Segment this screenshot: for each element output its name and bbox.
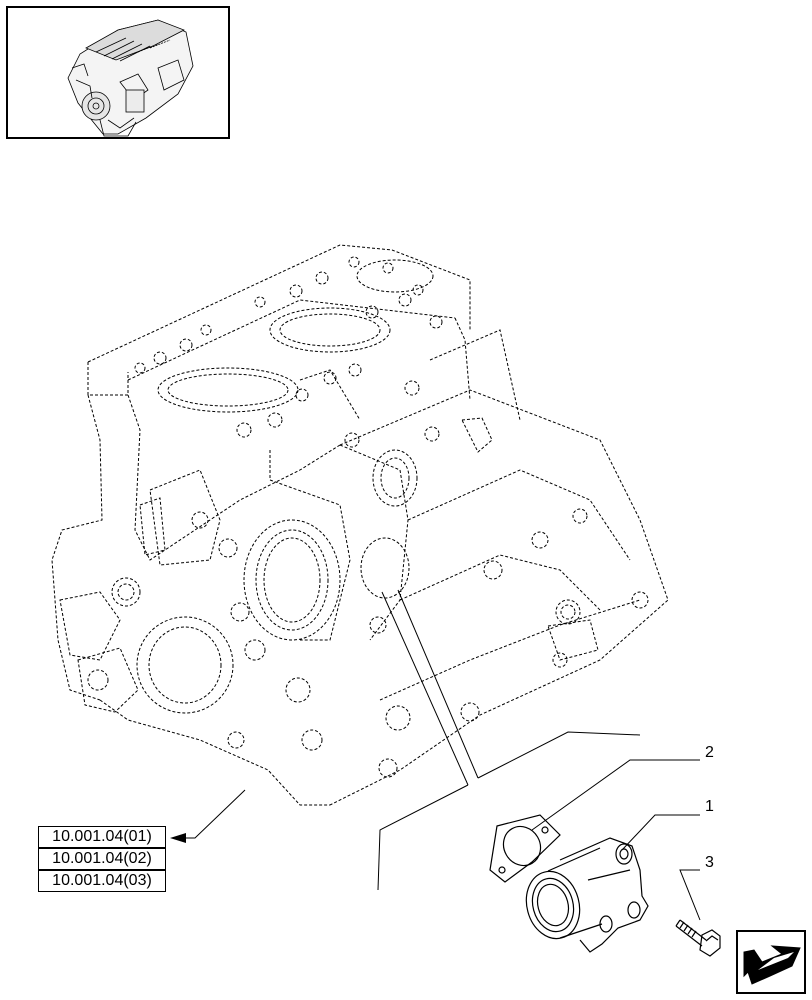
cylinder-block (51, 244, 669, 806)
engine-overview-icon (67, 19, 194, 137)
reference-arrowhead (170, 833, 186, 843)
reference-link-01[interactable]: 10.001.04(01) (38, 826, 166, 848)
gasket-part-2 (489, 814, 561, 883)
bolt-part-3 (675, 919, 721, 957)
callout-number-3: 3 (705, 854, 714, 871)
leader-lines (182, 589, 701, 921)
next-page-arrow-icon (743, 945, 801, 985)
reference-link-03[interactable]: 10.001.04(03) (38, 870, 166, 892)
thermostat-housing-part-1 (525, 837, 649, 953)
engine-thumbnail (6, 6, 230, 139)
next-page-button[interactable] (736, 930, 806, 994)
reference-link-02[interactable]: 10.001.04(02) (38, 848, 166, 870)
callout-number-1: 1 (705, 798, 714, 815)
callout-number-2: 2 (705, 744, 714, 761)
